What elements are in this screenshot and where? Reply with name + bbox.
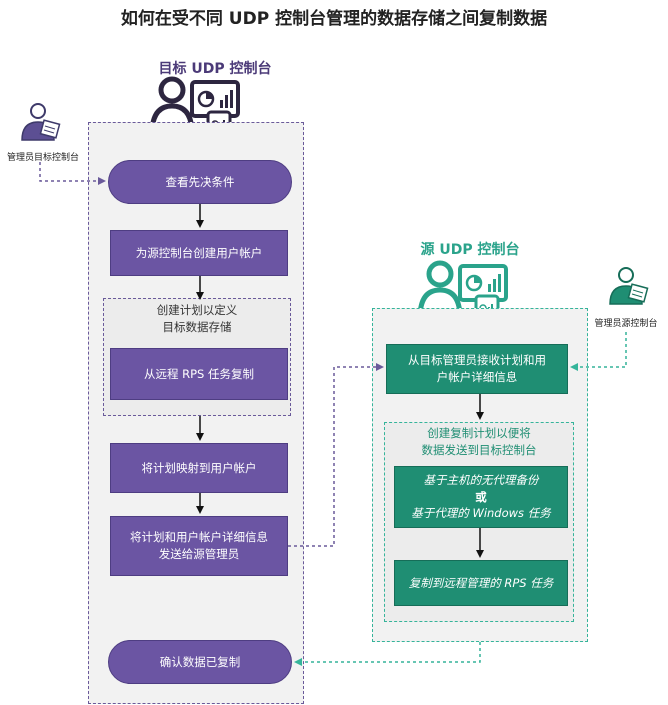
replicate-remote-step: 复制到远程管理的 RPS 任务: [394, 560, 568, 606]
send-details-step: 将计划和用户帐户详细信息 发送给源管理员: [110, 516, 288, 576]
admin-source-icon: [606, 266, 650, 306]
create-user-step: 为源控制台创建用户帐户: [110, 230, 288, 276]
create-replication-group-label: 创建复制计划以便将 数据发送到目标控制台: [421, 426, 537, 457]
create-plan-group-label: 创建计划以定义 目标数据存储: [156, 303, 238, 334]
admin-target-icon: [18, 102, 62, 142]
replicate-rps-step: 从远程 RPS 任务复制: [110, 348, 288, 400]
page-title: 如何在受不同 UDP 控制台管理的数据存储之间复制数据: [120, 9, 548, 29]
arrow-source-to-confirm: [294, 642, 481, 666]
backup-option-hbbu: 基于主机的无代理备份: [423, 472, 539, 487]
arrow-admin-source-to-receive: [570, 332, 627, 371]
arrow-admin-target-to-prereq: [39, 162, 106, 185]
confirm-step: 确认数据已复制: [108, 640, 292, 684]
admin-target-label: 管理员目标控制台: [6, 153, 79, 163]
arrow-send-to-receive: [288, 363, 384, 547]
source-console-header: 源 UDP 控制台: [420, 242, 520, 258]
backup-option-agent: 基于代理的 Windows 任务: [411, 506, 551, 521]
admin-source-label: 管理员源控制台: [594, 319, 658, 329]
backup-or-label: 或: [475, 489, 487, 504]
target-console-header: 目标 UDP 控制台: [158, 61, 272, 77]
receive-step: 从目标管理员接收计划和用 户帐户详细信息: [386, 344, 568, 394]
backup-options-step: 基于主机的无代理备份 或 基于代理的 Windows 任务: [394, 466, 568, 528]
map-plan-step: 将计划映射到用户帐户: [110, 443, 288, 493]
check-prereq-step: 查看先决条件: [108, 160, 292, 204]
